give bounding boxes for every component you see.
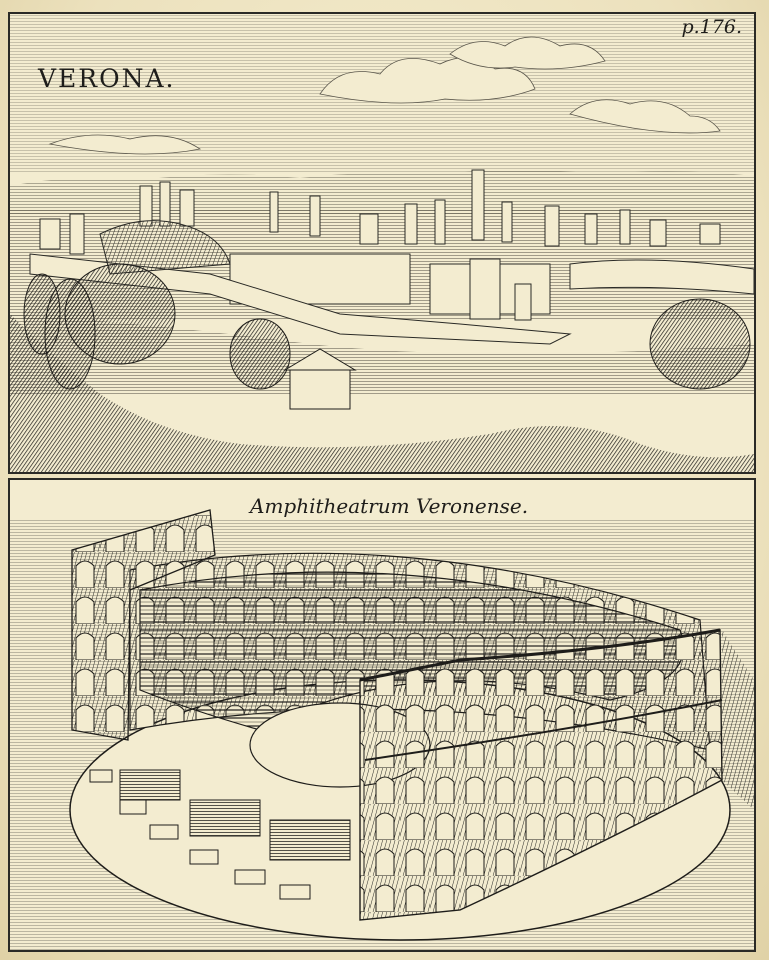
verona-view-plate: VERONA. p.176. <box>8 12 756 474</box>
castle-hill <box>99 220 231 275</box>
plate-title: VERONA. <box>38 64 176 93</box>
river <box>569 259 754 295</box>
clouds <box>48 36 721 155</box>
amphitheatre-plate: Amphitheatrum Veronense. <box>8 478 756 952</box>
foreground-terrain <box>10 314 754 472</box>
amphitheatre-engraving <box>10 509 754 950</box>
distant-hills <box>10 170 754 214</box>
ruined-left-wing <box>71 509 216 741</box>
foundation-piers <box>89 769 351 900</box>
foreground-trees <box>23 263 751 390</box>
arcade-shadow <box>722 630 754 810</box>
middle-cornice <box>364 699 723 761</box>
farmhouse <box>283 348 357 410</box>
top-cornice <box>359 628 721 682</box>
plate-title: Amphitheatrum Veronense. <box>250 494 529 518</box>
fields <box>10 314 754 394</box>
verona-landscape-engraving <box>10 14 754 472</box>
page-number: p.176. <box>681 16 742 38</box>
